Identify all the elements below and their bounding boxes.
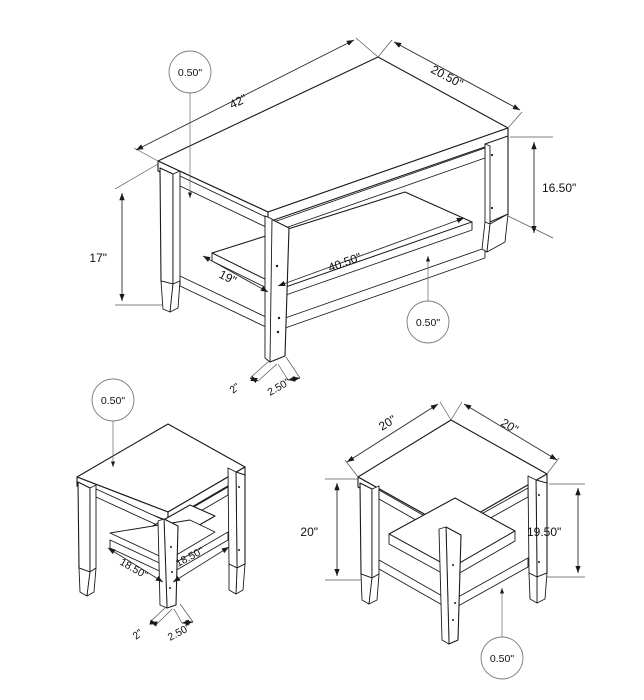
coffee-table-leg-right-far xyxy=(484,135,509,225)
dim-label-17: 17" xyxy=(89,251,107,265)
coffee-table-leg-right-taper xyxy=(481,213,509,253)
dim-label-16-50: 16.50" xyxy=(542,181,576,195)
dim-label-20-height: 20" xyxy=(300,525,318,539)
callout-label-050-left-top: 0.50" xyxy=(101,395,125,407)
callout-label-050-top: 0.50" xyxy=(178,67,202,79)
dim-label-42: 42" xyxy=(227,91,249,111)
callout-endtable-left-thickness: 0.50" xyxy=(91,378,135,467)
dim-endtable-right-apron-height: 19.50" xyxy=(527,483,585,578)
coffee-table-leg-front xyxy=(264,215,290,363)
dim-coffee-apron-height: 16.50" xyxy=(507,136,576,239)
callout-endtable-right-shelf-thickness: 0.50" xyxy=(480,588,524,680)
dim-coffee-top-length: 42" xyxy=(133,37,379,162)
dim-coffee-height: 17" xyxy=(89,163,162,306)
callout-coffee-top-thickness: 0.50" xyxy=(168,50,212,198)
coffee-table-leg-left-back xyxy=(159,167,181,285)
coffee-table-drawing: 42" 20.50" 0.50" 17" 16.50" xyxy=(89,37,576,399)
end-table-left-drawing: 0.50" 18.50" 18.50" 2" 2.50" xyxy=(76,378,246,644)
end-table-right-drawing: 20" 20" 20" 19.50" 0.50" xyxy=(300,401,585,680)
dim-endtable-right-height: 20" xyxy=(300,478,362,581)
coffee-table-leg-left-front xyxy=(160,280,181,313)
callout-label-050-shelf: 0.50" xyxy=(416,317,440,329)
callout-coffee-shelf-thickness: 0.50" xyxy=(406,256,450,344)
dim-label-1950: 19.50" xyxy=(527,525,561,539)
callout-label-050-right: 0.50" xyxy=(490,653,514,665)
